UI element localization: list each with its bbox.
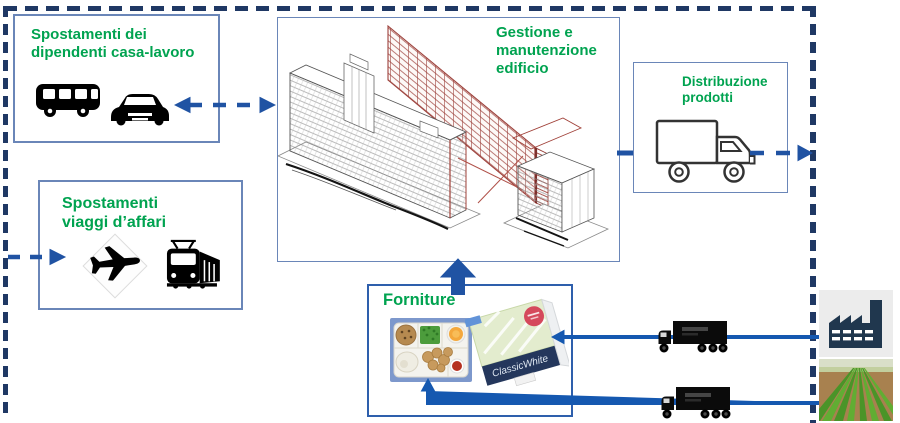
boundary-right-dashed-line xyxy=(810,6,816,423)
distribution-label-line1: Distribuzione xyxy=(682,74,768,89)
boundary-top-dashed-line xyxy=(4,6,814,11)
bus-icon xyxy=(36,84,100,117)
building-label-line3: edificio xyxy=(496,60,549,77)
car-icon xyxy=(111,94,169,126)
supplies-label: Forniture xyxy=(383,291,456,309)
business-travel-label: Spostamenti viaggi d’affari xyxy=(62,194,166,232)
commute-label: Spostamenti dei dipendenti casa-lavoro xyxy=(31,26,194,62)
business-travel-label-line1: Spostamenti xyxy=(62,195,159,212)
factory-icon xyxy=(829,300,882,348)
business-travel-label-line2: viaggi d’affari xyxy=(62,214,167,232)
building-box: Gestione e manutenzione edificio xyxy=(277,17,620,262)
train-icon xyxy=(166,239,220,289)
food-supply-line-arrow xyxy=(420,377,820,405)
distribution-box: Distribuzione prodotti xyxy=(633,62,788,193)
boundary-business-travel-arrow xyxy=(8,248,67,266)
crop-field-image xyxy=(819,359,893,421)
freight-truck-icon xyxy=(658,321,728,353)
distribution-label: Distribuzione prodotti xyxy=(682,74,768,106)
food-tray-image xyxy=(390,318,472,382)
commute-building-double-arrow xyxy=(174,96,276,114)
business-travel-box: Spostamenti viaggi d’affari xyxy=(38,180,243,310)
supplies-building-arrow xyxy=(439,258,477,295)
delivery-truck-icon xyxy=(655,119,756,183)
distribution-boundary-arrow xyxy=(750,144,814,162)
factory-image xyxy=(819,290,893,357)
commute-box: Spostamenti dei dipendenti casa-lavoro xyxy=(13,14,220,143)
paper-ream-image: ClassicWhite xyxy=(465,298,569,387)
freight-truck-icon xyxy=(661,387,731,419)
crop-field-illustration xyxy=(819,359,893,421)
building-label: Gestione e manutenzione edificio xyxy=(496,24,597,78)
building-label-line1: Gestione e xyxy=(496,24,573,41)
building-label-line2: manutenzione xyxy=(496,42,597,59)
building-axonometric-illustration xyxy=(278,24,610,249)
boundary-left-dashed-line xyxy=(3,6,8,416)
airplane-icon xyxy=(90,246,140,281)
commute-label-line1: Spostamenti dei xyxy=(31,26,147,43)
commute-label-line2: dipendenti casa-lavoro xyxy=(31,44,195,61)
distribution-label-line2: prodotti xyxy=(682,90,733,106)
